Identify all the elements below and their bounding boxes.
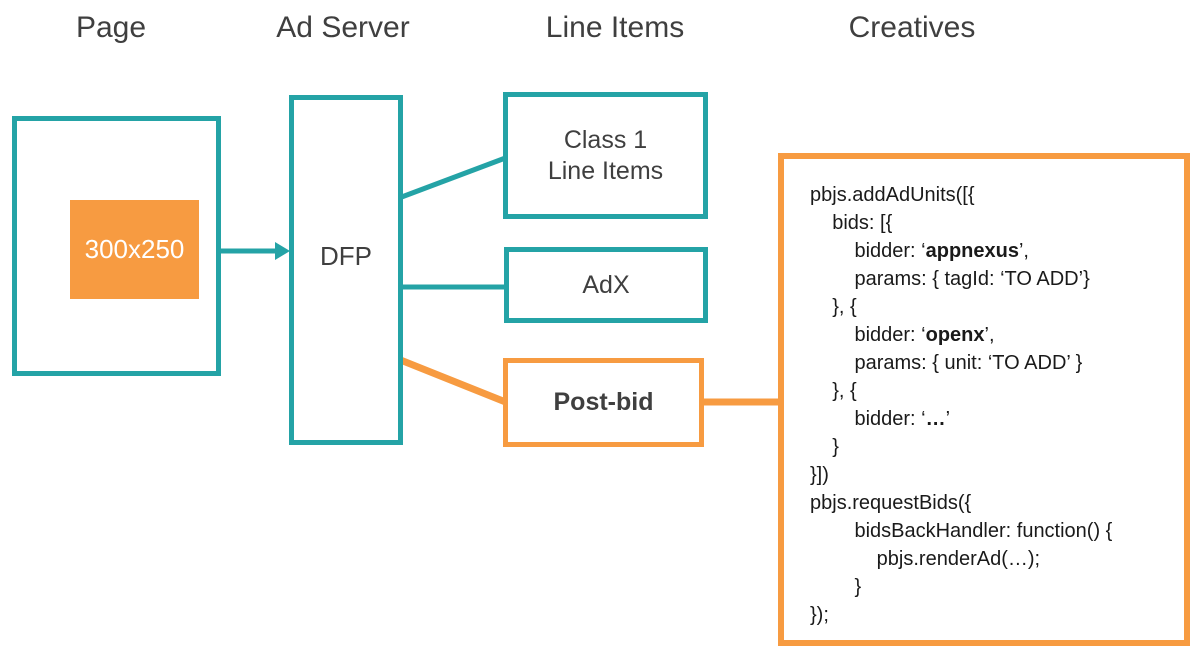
class1-line-items-node: Class 1 Line Items bbox=[503, 92, 708, 219]
ad-slot-label: 300x250 bbox=[84, 234, 185, 264]
dfp-node: DFP bbox=[289, 95, 403, 445]
column-header-line-items: Line Items bbox=[545, 11, 685, 44]
adx-label: AdX bbox=[582, 270, 630, 299]
class1-label-line2: Line Items bbox=[547, 156, 664, 185]
postbid-label: Post-bid bbox=[553, 388, 654, 416]
column-header-creatives: Creatives bbox=[848, 11, 976, 44]
connector-dfp-to-class1 bbox=[398, 154, 509, 201]
class1-label: Class 1 Line Items bbox=[548, 125, 663, 187]
column-header-page: Page bbox=[75, 11, 147, 44]
prebid-code-block: pbjs.addAdUnits([{ bids: [{ bidder: ‘app… bbox=[810, 184, 1113, 626]
class1-label-line1: Class 1 bbox=[563, 125, 648, 154]
dfp-label: DFP bbox=[320, 240, 372, 271]
ad-slot-node: 300x250 bbox=[70, 200, 199, 299]
adx-node: AdX bbox=[504, 247, 708, 323]
arrow-head-icon bbox=[275, 242, 290, 260]
column-header-ad-server: Ad Server bbox=[276, 11, 410, 44]
postbid-node: Post-bid bbox=[503, 358, 704, 447]
creative-code-node: pbjs.addAdUnits([{ bids: [{ bidder: ‘app… bbox=[778, 153, 1190, 646]
connector-dfp-to-postbid bbox=[396, 355, 510, 407]
